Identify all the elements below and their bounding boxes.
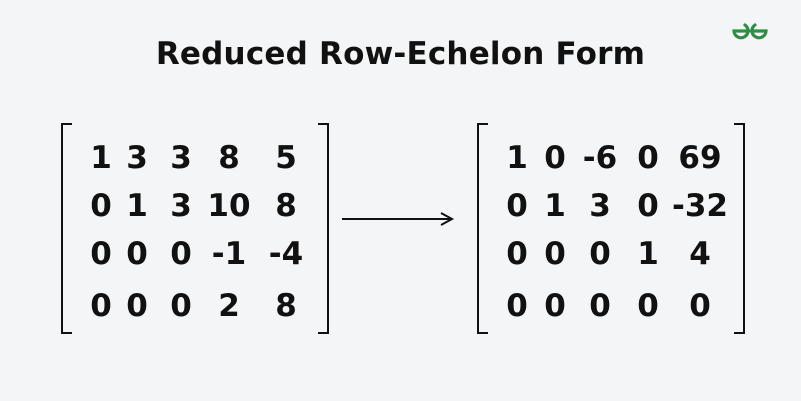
left-cell-r4-c5: 8 <box>275 288 297 324</box>
right-cell-r4-c3: 0 <box>589 288 611 324</box>
left-cell-r3-c2: 0 <box>126 236 148 272</box>
transform-arrow-head <box>440 212 455 226</box>
right-cell-r4-c5: 0 <box>689 288 711 324</box>
right-cell-r3-c3: 0 <box>589 236 611 272</box>
right-cell-r3-c2: 0 <box>544 236 566 272</box>
left-cell-r1-c5: 5 <box>275 140 297 176</box>
left-cell-r2-c1: 0 <box>90 188 112 224</box>
left-cell-r1-c3: 3 <box>170 140 192 176</box>
right-cell-r1-c1: 1 <box>506 140 528 176</box>
left-cell-r3-c5: -4 <box>269 236 303 272</box>
right-cell-r1-c5: 69 <box>678 140 721 176</box>
right-cell-r1-c4: 0 <box>637 140 659 176</box>
left-matrix-open-bracket <box>61 123 72 334</box>
right-matrix-close-bracket <box>734 123 745 334</box>
left-cell-r2-c2: 1 <box>126 188 148 224</box>
page-title: Reduced Row-Echelon Form <box>155 36 646 72</box>
right-cell-r1-c2: 0 <box>544 140 566 176</box>
right-cell-r4-c4: 0 <box>637 288 659 324</box>
right-cell-r2-c5: -32 <box>672 188 728 224</box>
right-cell-r2-c4: 0 <box>637 188 659 224</box>
left-cell-r2-c3: 3 <box>170 188 192 224</box>
right-cell-r2-c2: 1 <box>544 188 566 224</box>
left-cell-r2-c5: 8 <box>275 188 297 224</box>
right-cell-r4-c2: 0 <box>544 288 566 324</box>
left-cell-r1-c1: 1 <box>90 140 112 176</box>
left-cell-r4-c4: 2 <box>218 288 240 324</box>
geeksforgeeks-logo-icon <box>732 23 768 40</box>
right-cell-r1-c3: -6 <box>583 140 617 176</box>
right-cell-r2-c1: 0 <box>506 188 528 224</box>
left-cell-r4-c1: 0 <box>90 288 112 324</box>
right-cell-r2-c3: 3 <box>589 188 611 224</box>
right-cell-r3-c1: 0 <box>506 236 528 272</box>
right-cell-r3-c4: 1 <box>637 236 659 272</box>
left-cell-r2-c4: 10 <box>207 188 250 224</box>
right-cell-r3-c5: 4 <box>689 236 711 272</box>
right-cell-r4-c1: 0 <box>506 288 528 324</box>
left-cell-r4-c3: 0 <box>170 288 192 324</box>
left-cell-r4-c2: 0 <box>126 288 148 324</box>
left-cell-r3-c4: -1 <box>212 236 246 272</box>
left-matrix-close-bracket <box>318 123 329 334</box>
right-matrix-open-bracket <box>477 123 488 334</box>
left-cell-r1-c2: 3 <box>126 140 148 176</box>
left-cell-r3-c3: 0 <box>170 236 192 272</box>
left-cell-r1-c4: 8 <box>218 140 240 176</box>
left-cell-r3-c1: 0 <box>90 236 112 272</box>
